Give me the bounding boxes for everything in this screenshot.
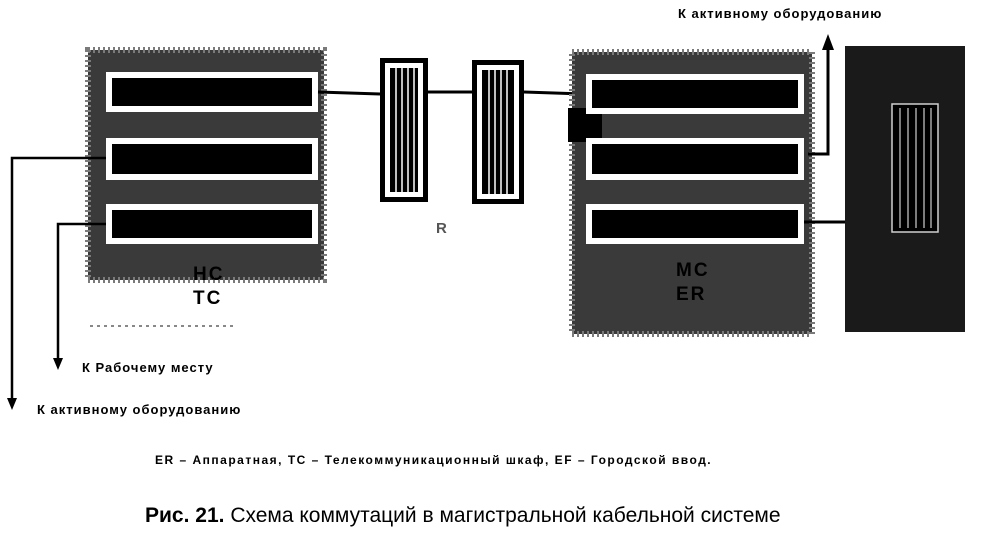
legend: ER – Аппаратная, TC – Телекоммуникационн… xyxy=(155,453,713,467)
figure-caption-text: Схема коммутаций в магистральной кабельн… xyxy=(230,504,781,527)
hc-label: HC xyxy=(193,264,225,285)
workplace-label: К Рабочему месту xyxy=(82,360,214,375)
down-arrow-left-icon xyxy=(7,156,106,410)
r-label: R xyxy=(436,220,447,237)
up-arrow-icon xyxy=(808,34,834,156)
top-arrow-label: К активному оборудованию xyxy=(678,6,883,21)
tc-label: TC xyxy=(193,288,223,309)
down-arrow-workplace-icon xyxy=(53,222,106,370)
left-arrow-label: К активному оборудованию xyxy=(37,402,242,417)
er-label: ER xyxy=(676,284,707,305)
mc-er-cabinet xyxy=(568,49,815,337)
mc-label: MC xyxy=(676,260,710,281)
ef-block xyxy=(845,46,965,332)
hc-tc-cabinet xyxy=(85,47,327,283)
figure-number: Рис. 21. xyxy=(145,504,225,527)
r-cross-connect xyxy=(380,58,524,204)
figure-caption: Рис. 21. Схема коммутаций в магистрально… xyxy=(145,504,781,528)
